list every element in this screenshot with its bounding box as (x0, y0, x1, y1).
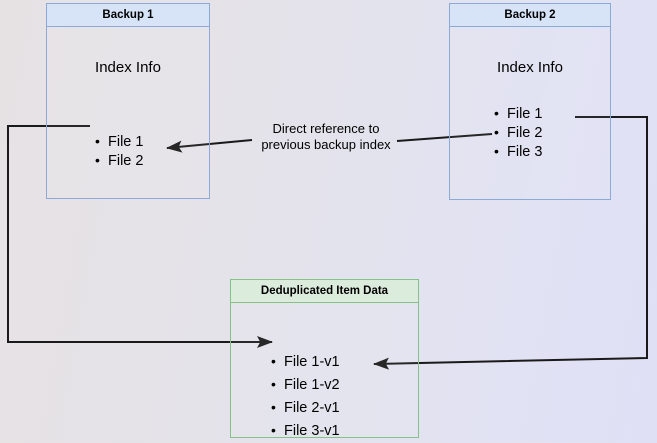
node-backup-1[interactable]: Backup 1 Index Info File 1 File 2 (46, 3, 210, 199)
node-backup-2-header: Backup 2 (450, 4, 610, 27)
node-deduplicated-item-data-header: Deduplicated Item Data (231, 280, 418, 303)
node-backup-2-file-list: File 1 File 2 File 3 (494, 104, 542, 162)
list-item: File 1 (494, 104, 542, 124)
list-item: File 3 (494, 142, 542, 162)
list-item: File 2 (95, 151, 143, 171)
list-item: File 2-v1 (271, 396, 340, 420)
node-deduplicated-item-data-body: File 1-v1 File 1-v2 File 2-v1 File 3-v1 (231, 303, 418, 442)
edge-label-line-1: Direct reference to (272, 121, 380, 136)
node-backup-1-body: Index Info File 1 File 2 (47, 27, 209, 198)
list-item: File 1-v1 (271, 350, 340, 374)
node-backup-1-index-info-label: Index Info (95, 59, 161, 76)
node-backup-1-header: Backup 1 (47, 4, 209, 27)
node-deduplicated-item-data-file-list: File 1-v1 File 1-v2 File 2-v1 File 3-v1 (271, 350, 340, 443)
node-backup-2-body: Index Info File 1 File 2 File 3 (450, 27, 610, 199)
list-item: File 1 (95, 132, 143, 152)
list-item: File 3-v1 (271, 419, 340, 443)
node-backup-2-index-info-label: Index Info (497, 59, 563, 76)
node-deduplicated-item-data[interactable]: Deduplicated Item Data File 1-v1 File 1-… (230, 279, 419, 442)
list-item: File 2 (494, 123, 542, 143)
node-backup-2[interactable]: Backup 2 Index Info File 1 File 2 File 3 (449, 3, 611, 200)
edge-label-line-2: previous backup index (261, 137, 391, 152)
edge-label-direct-reference: Direct reference to previous backup inde… (244, 121, 408, 153)
list-item: File 1-v2 (271, 373, 340, 397)
node-backup-1-file-list: File 1 File 2 (95, 132, 143, 171)
